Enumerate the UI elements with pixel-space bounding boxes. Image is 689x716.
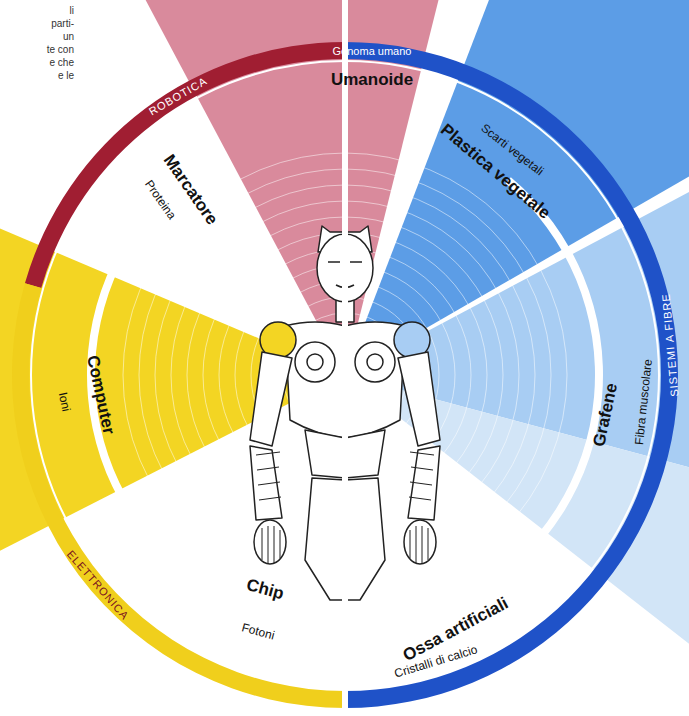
item-title: Umanoide [331, 71, 413, 90]
fibre-ring [345, 42, 678, 708]
electronics-ring [12, 283, 345, 708]
item-title: Computer [83, 354, 118, 436]
article-fragment: parti- [51, 18, 74, 29]
item-source: Proteina [142, 178, 178, 222]
item-title: Chip [244, 576, 285, 604]
article-fragment: e che [50, 57, 74, 68]
article-fragment: un [63, 31, 74, 42]
robotics-ring [25, 42, 345, 288]
category-label: ELETTRONICA [65, 548, 132, 622]
divider [342, 0, 348, 716]
item-source: Fibra muscolare [633, 359, 655, 446]
inner-band [470, 177, 603, 598]
category-label: ROBOTICA [147, 74, 210, 117]
article-fragment: li [70, 5, 74, 16]
item-source: Fotoni [240, 621, 276, 642]
category-label: SISTEMI A FIBRE [659, 293, 680, 397]
article-fragment: e le [58, 70, 74, 81]
article-fragment: te con [47, 44, 74, 55]
item-source: Ioni [56, 391, 73, 413]
item-title: Grafene [590, 382, 622, 449]
item-source: Genoma umano [333, 45, 412, 57]
